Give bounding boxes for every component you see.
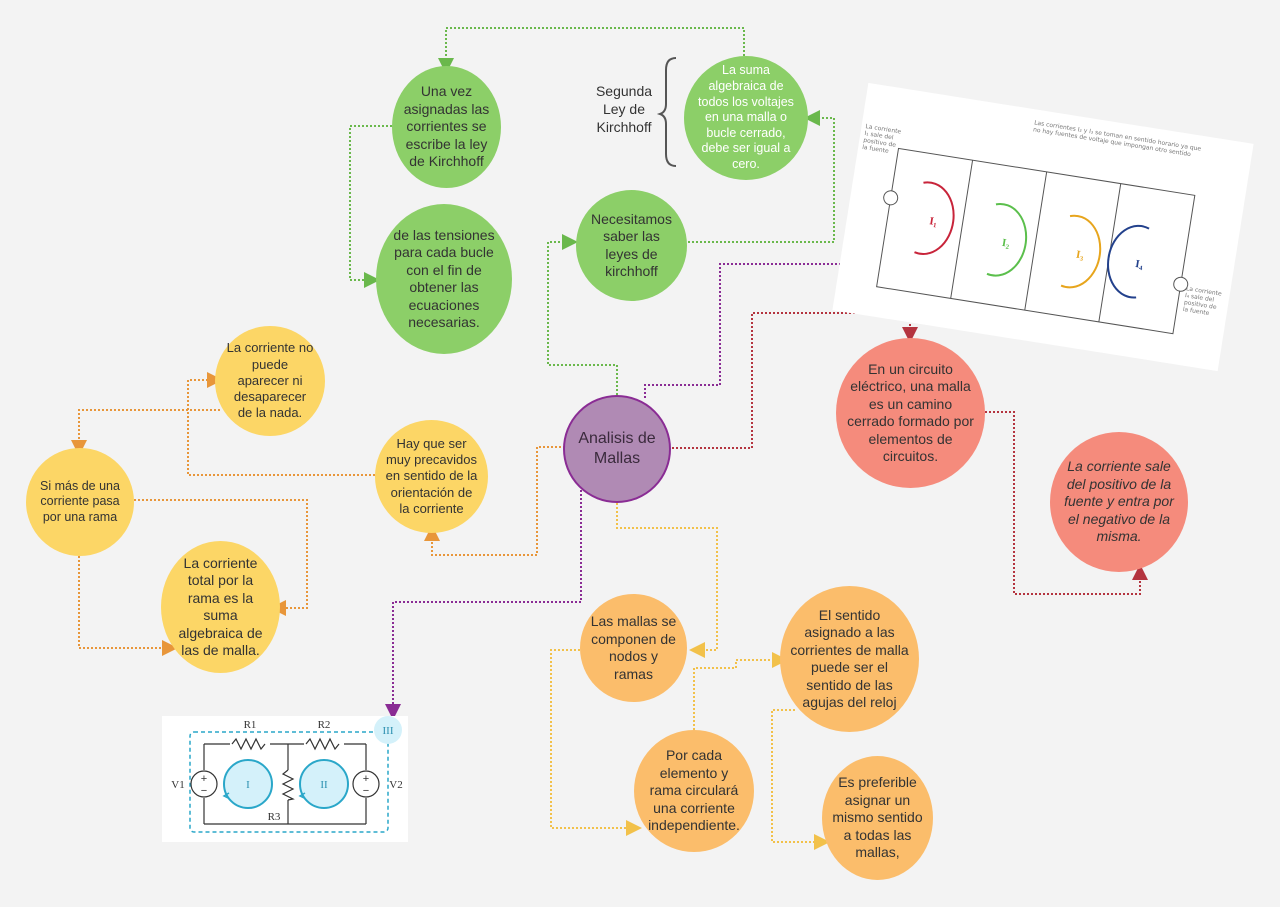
circuit-drawing: + − + − R1 R2 R3 V1 V2 I II III [171, 716, 403, 833]
connector-each-direction [693, 652, 788, 730]
label-mesh-2: II [320, 779, 328, 791]
connector-direction-preferable [771, 709, 830, 850]
label-r3: R3 [268, 811, 281, 823]
mesh-loop-i3 [1060, 214, 1102, 289]
kirchhoff-brace [656, 57, 677, 167]
preferable-node[interactable]: Es preferible asignar un mismo sentido a… [822, 756, 933, 880]
connector-center-madeof [616, 503, 718, 658]
current-total-node[interactable]: La corriente total por la rama es la sum… [161, 541, 280, 673]
current-cannot-disappear-node[interactable]: La corriente no puede aparecer ni desapa… [215, 326, 325, 436]
kirchhoff-definition-node[interactable]: La suma algebraica de todos los voltajes… [684, 56, 808, 180]
mesh-currents-figure: I₁ I₂ I₃ I₄ Las corrientes I₂ y I₃ se to… [832, 82, 1254, 372]
connector-cannot-more [71, 409, 220, 456]
label-v1: V1 [171, 779, 184, 791]
resistor-r2 [305, 737, 340, 751]
current-careful-node[interactable]: Hay que ser muy precavidos en sentido de… [375, 420, 488, 533]
kirchhoff-apply-node[interactable]: Una vez asignadas las corrientes se escr… [392, 66, 501, 188]
mesh-definition-node[interactable]: En un circuito eléctrico, una malla es u… [836, 338, 985, 488]
label-mesh-3: III [383, 725, 394, 737]
label-r1: R1 [244, 719, 257, 731]
mesh-label-i2: I₂ [1001, 237, 1011, 250]
svg-text:+: + [363, 773, 369, 785]
label-mesh-1: I [246, 779, 250, 791]
mesh-label-i4: I₄ [1134, 258, 1144, 271]
center-node[interactable]: Analisis de Mallas [563, 395, 671, 503]
connector-more-total-bottom [78, 556, 178, 656]
connector-apply-tensions [349, 125, 392, 288]
connector-center-meshfig [644, 256, 938, 398]
connector-definition-apply [438, 27, 745, 74]
kirchhoff-law-label: Segunda Ley de Kirchhoff [595, 83, 653, 136]
direction-node[interactable]: El sentido asignado a las corrientes de … [780, 586, 919, 732]
svg-text:−: − [201, 785, 207, 797]
mesh-loop-i2 [986, 202, 1028, 277]
mesh-label-i3: I₃ [1075, 249, 1085, 262]
connector-need-definition [688, 110, 835, 243]
mesh-label-i1: I₁ [929, 215, 938, 228]
current-more-than-one-node[interactable]: Si más de una corriente pasa por una ram… [26, 448, 134, 556]
mesh-loop-i4 [1107, 224, 1150, 299]
svg-text:−: − [363, 785, 369, 797]
mesh-loop-i1 [914, 181, 955, 255]
mesh-figure-right-note: La corriente I₄ sale del positivo de la … [1182, 285, 1223, 318]
connector-meshdef-source [985, 411, 1148, 595]
each-element-node[interactable]: Por cada elemento y rama circulará una c… [634, 730, 754, 852]
kirchhoff-tensions-node[interactable]: de las tensiones para cada bucle con el … [376, 204, 512, 354]
resistor-r3 [281, 769, 295, 801]
label-v2: V2 [389, 779, 402, 791]
connector-center-circuit [385, 470, 582, 720]
current-source-node[interactable]: La corriente sale del positivo de la fue… [1050, 432, 1188, 572]
two-mesh-circuit: + − + − R1 R2 R3 V1 V2 I II III [162, 716, 408, 842]
meshes-made-of-node[interactable]: Las mallas se componen de nodos y ramas [580, 594, 687, 702]
mesh-currents-drawing: I₁ I₂ I₃ I₄ [876, 147, 1196, 335]
resistor-r1 [231, 737, 266, 751]
connector-careful-cannot [187, 372, 375, 476]
connector-center-need [547, 234, 618, 395]
label-r2: R2 [318, 719, 331, 731]
svg-text:+: + [201, 773, 207, 785]
mesh-figure-left-note: La corriente I₁ sale del positivo de la … [861, 123, 902, 155]
kirchhoff-need-node[interactable]: Necesitamos saber las leyes de kirchhoff [576, 190, 687, 301]
connector-madeof-each [550, 649, 642, 836]
connector-center-careful [424, 446, 565, 556]
